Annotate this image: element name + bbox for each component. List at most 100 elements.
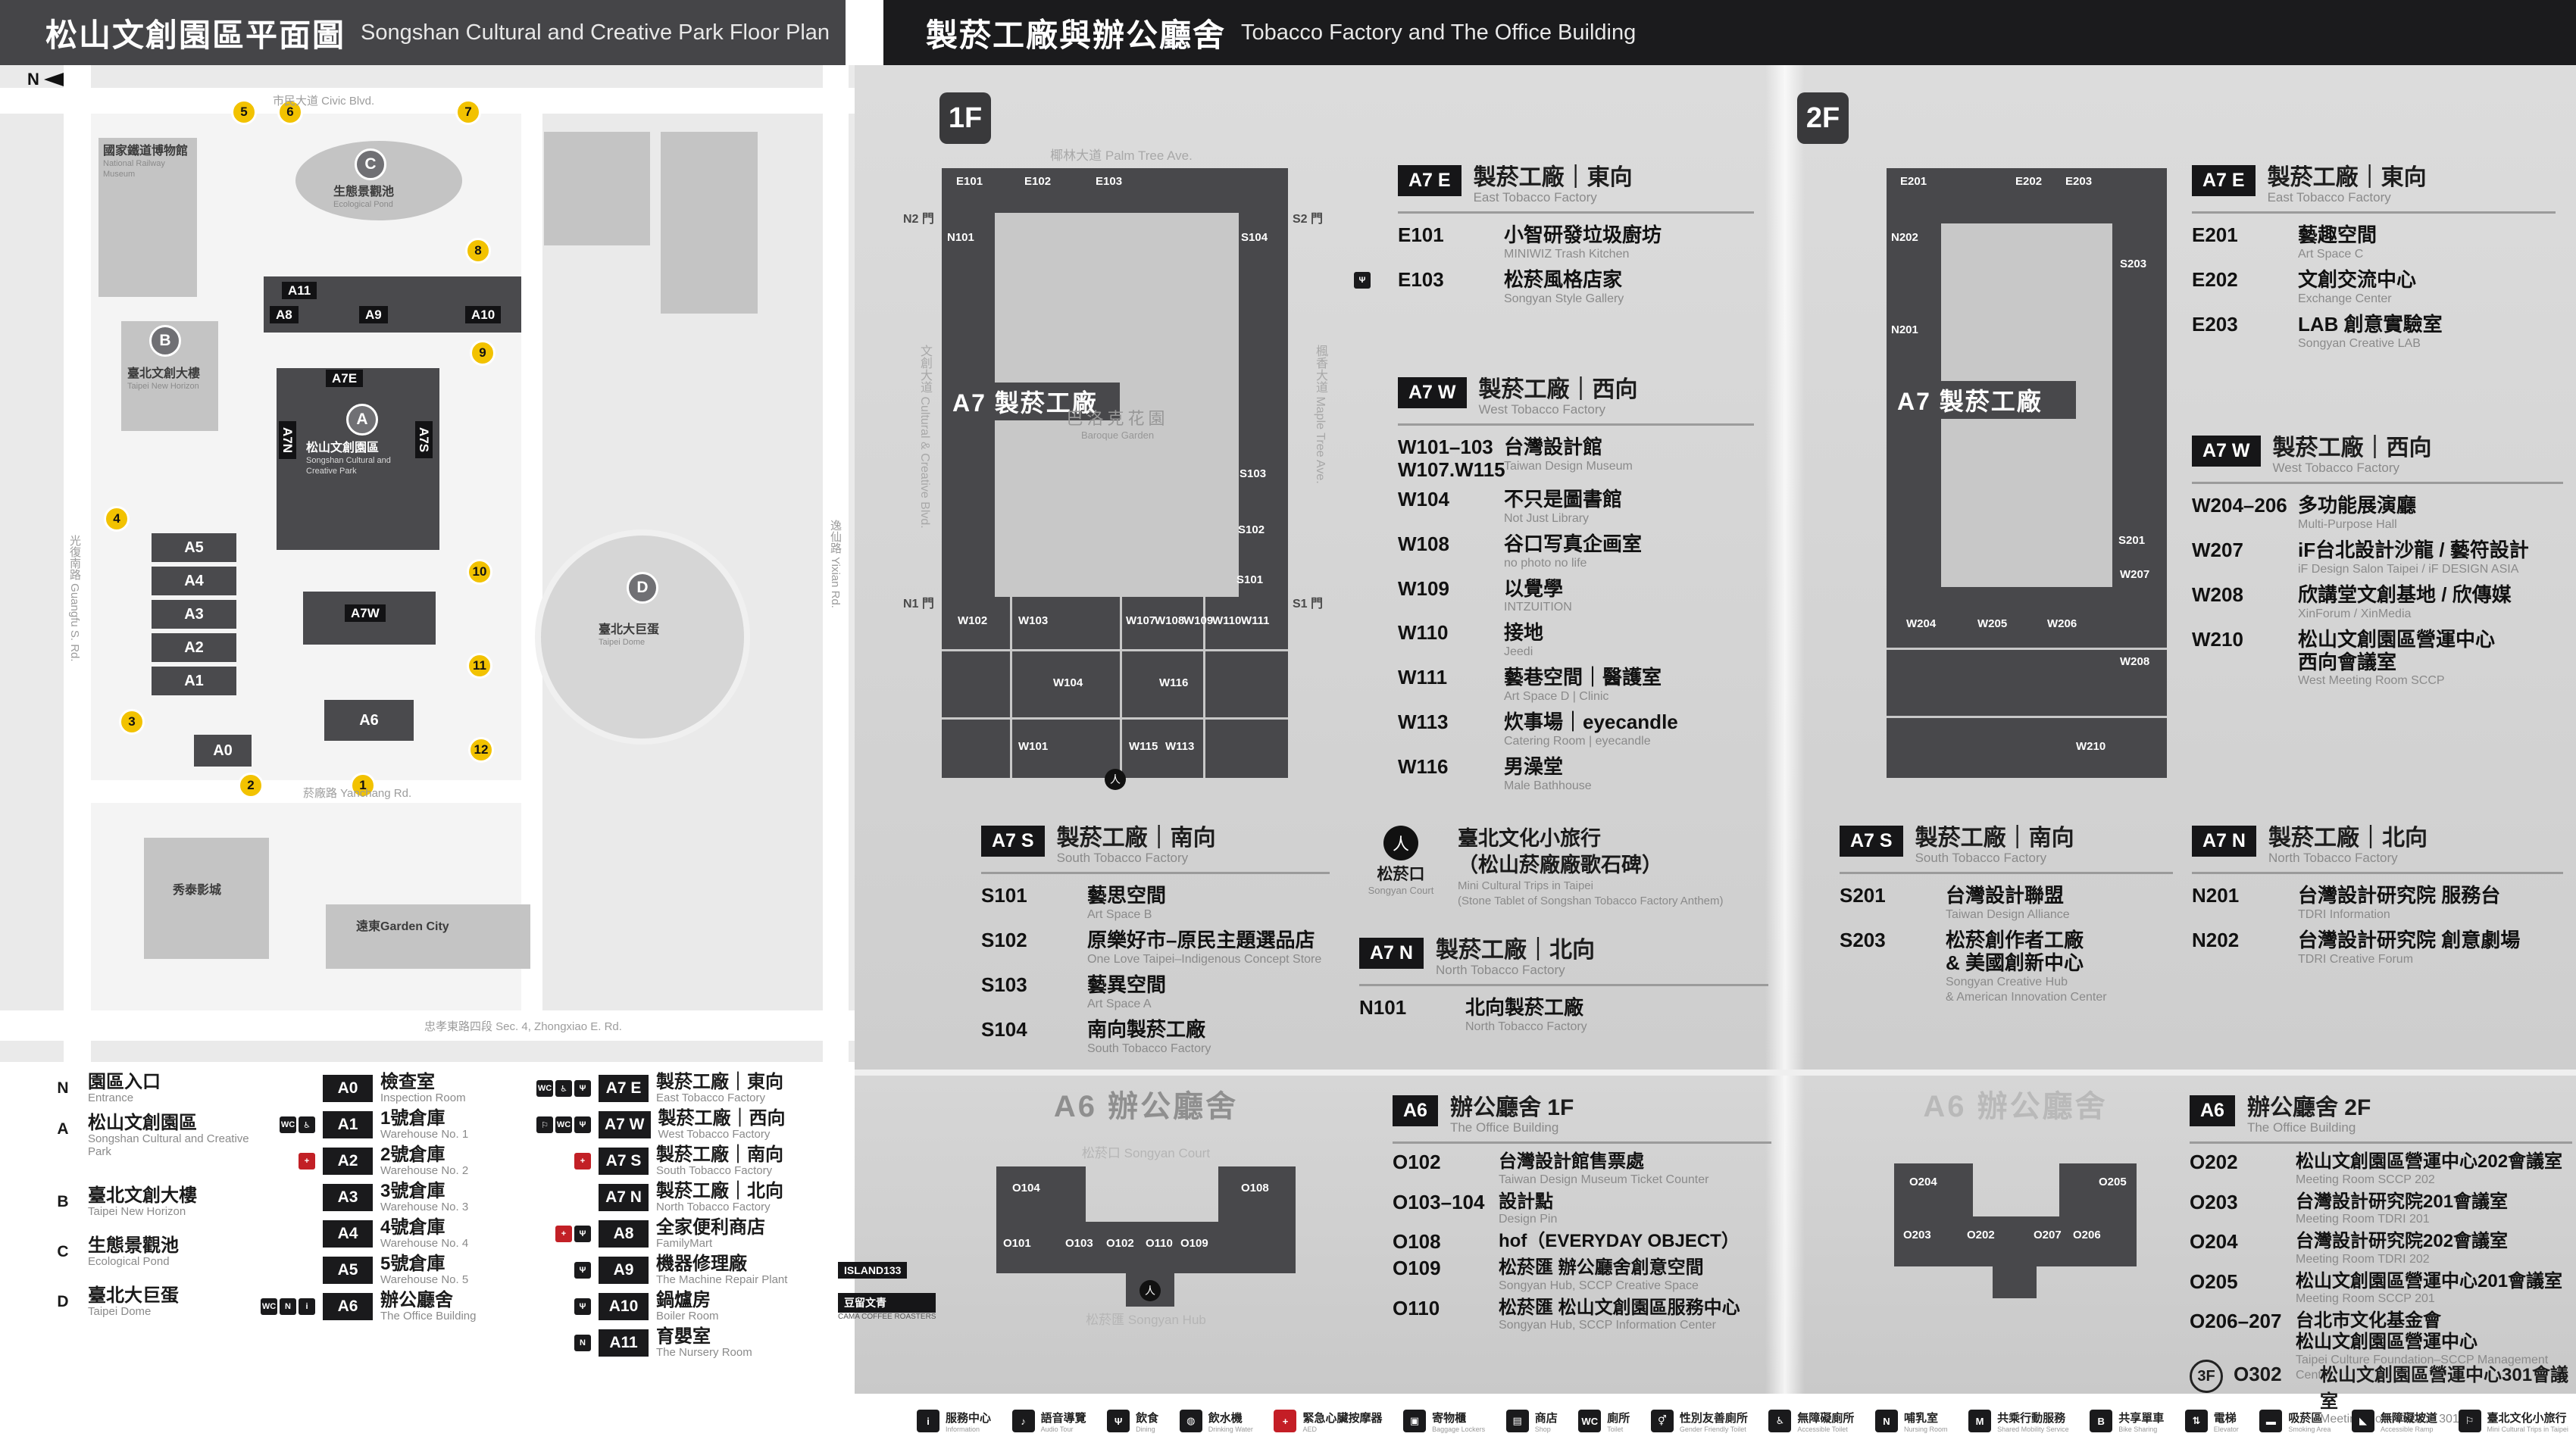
room-name-en: West Meeting Room SCCP	[2298, 674, 2445, 688]
legend-building-row: + A2 2號倉庫 Warehouse No. 2	[245, 1145, 555, 1177]
entrance-marker: 10	[467, 559, 492, 585]
facility-legend-item: ▤ 商店 Shop	[1505, 1410, 1558, 1433]
section-title-en: West Tobacco Factory	[2272, 461, 2400, 475]
legend-zh: 製菸工廠｜西向	[658, 1108, 786, 1129]
directory-row: S103 藝異空間 Art Space A	[981, 973, 1330, 1012]
legend-building-row: + A7 S 製菸工廠｜南向 South Tobacco Factory	[521, 1145, 838, 1177]
north-letter: N	[27, 70, 39, 89]
room-name-zh: 松菸創作者工廠	[1946, 928, 2084, 951]
legend-building-badge: A2	[323, 1148, 373, 1176]
room-label: O207	[2034, 1229, 2062, 1241]
legend-zh: 5號倉庫	[380, 1254, 445, 1274]
directory-row: O206–207 台北市文化基金會 松山文創園區營運中心 Taipei Cult…	[2190, 1310, 2572, 1382]
office-main-bar	[996, 1222, 1296, 1273]
directory-row: N202 台灣設計研究院 創意劇場 TDRI Creative Forum	[2192, 929, 2563, 967]
room-label: O103	[1065, 1237, 1093, 1250]
room-name-zh: 小智研發垃圾廚坊	[1504, 223, 1662, 246]
building-code-label: A1	[184, 672, 204, 689]
room-name-zh: 接地	[1504, 621, 1544, 645]
court-line-en2: (Stone Tablet of Songshan Tobacco Factor…	[1458, 894, 1724, 907]
room-label: S102	[1238, 523, 1265, 536]
room-name-en: INTZUITION	[1504, 601, 1572, 614]
room-name-zh: 台灣設計聯盟	[1946, 884, 2065, 907]
section-header: A7 W 製菸工廠｜西向 West Tobacco Factory	[2192, 436, 2563, 484]
palm-tree-ave-label: 椰林大道 Palm Tree Ave.	[1050, 148, 1193, 163]
directory-row: W110 接地 Jeedi	[1398, 622, 1754, 660]
room-name-zh: 藝異空間	[1087, 973, 1167, 996]
directory-row: W207 iF台北設計沙龍 / 藝符設計 iF Design Salon Tai…	[2192, 539, 2563, 577]
legend-en: Entrance	[88, 1091, 134, 1105]
legend-en: Boiler Room	[656, 1310, 719, 1323]
facility-zh: 語音導覽	[1040, 1411, 1086, 1425]
room-name-zh: 南向製菸工廠	[1087, 1017, 1206, 1041]
room-label: O206	[2073, 1229, 2101, 1241]
smoking-icon: ▬	[2259, 1410, 2283, 1432]
office-1f-title: A6 辦公廳舍	[1053, 1090, 1239, 1123]
facility-zh: 性別友善廁所	[1679, 1411, 1748, 1425]
legend-building-badge: A8	[599, 1220, 649, 1248]
room-label: E203	[2065, 175, 2093, 188]
room-code: W109	[1398, 576, 1449, 600]
directory-section: A7 E 製菸工廠｜東向 East Tobacco Factory E101 小…	[1354, 165, 1754, 314]
facility-zh: 無障礙坡道	[2380, 1411, 2437, 1425]
facility-en: Gender Friendly Toilet	[1679, 1425, 1746, 1433]
room-label: W109	[1183, 614, 1214, 627]
room-label: N101	[947, 231, 974, 244]
room-label: O104	[1012, 1182, 1040, 1194]
legend-building-badge: A6	[323, 1293, 373, 1321]
entrance-marker: 11	[467, 653, 492, 679]
section-header: A7 E 製菸工廠｜東向 East Tobacco Factory	[1398, 165, 1754, 214]
plan-divider	[942, 717, 1288, 720]
section-badge: A7 W	[1398, 377, 1467, 408]
room-label: W207	[2120, 568, 2150, 581]
facility-legend-bar: i 服務中心 Information ♪ 語音導覽 Audio Tour Ψ 飲…	[917, 1397, 2568, 1445]
section-badge: A7 E	[1398, 165, 1462, 196]
directory-section: A6 辦公廳舍 1F The Office Building O102 台灣設計…	[1393, 1095, 1771, 1337]
legend-extra-badge: ISLAND133	[838, 1262, 908, 1279]
legend-building-badge: A7 E	[599, 1075, 649, 1103]
room-label: W108	[1155, 614, 1185, 627]
legend-landmark-row: C 生態景觀池 Ecological Pond	[47, 1236, 262, 1268]
legend-building-row: A4 4號倉庫 Warehouse No. 4	[245, 1218, 555, 1250]
room-label: O204	[1909, 1176, 1937, 1188]
section-title-zh: 辦公廳舍 2F	[2246, 1095, 2371, 1120]
room-name-en: Not Just Library	[1504, 511, 1590, 525]
legend-en: Warehouse No. 5	[380, 1273, 469, 1287]
legend-building-row: WC♿Ψ A7 E 製菸工廠｜東向 East Tobacco Factory	[521, 1073, 838, 1104]
facility-legend-item: + 緊急心臟按摩器 AED	[1274, 1410, 1383, 1433]
section-header: A7 N 製菸工廠｜北向 North Tobacco Factory	[1359, 938, 1768, 986]
room-name-zh: 多功能展演廳	[2298, 494, 2417, 517]
room-name-en: Songyan Hub, SCCP Information Center	[1499, 1319, 1716, 1332]
legend-zh: 臺北大巨蛋	[88, 1285, 179, 1306]
area-label-en: Taipei New Horizon	[127, 382, 199, 391]
room-label: W101	[1018, 740, 1049, 753]
legend-zh: 製菸工廠｜南向	[656, 1145, 783, 1165]
legend-facility-icons: +	[521, 1153, 591, 1170]
room-name-zh: 松菸風格店家	[1504, 267, 1623, 291]
map-building	[326, 904, 530, 969]
accessible-icon: ♿	[555, 1080, 572, 1098]
directory-row: W111 藝巷空間｜醫護室 Art Space D | Clinic	[1398, 666, 1754, 704]
room-name-en: Songyan Hub, SCCP Creative Space	[1499, 1279, 1699, 1292]
legend-zh: 3號倉庫	[380, 1181, 445, 1201]
room-label: S201	[2118, 534, 2146, 547]
directory-row: Ψ E103 松菸風格店家 Songyan Style Gallery	[1354, 267, 1754, 307]
directory-row: O110 松菸匯 松山文創園區服務中心 Songyan Hub, SCCP In…	[1393, 1297, 1771, 1334]
legend-en: Taipei New Horizon	[88, 1205, 186, 1219]
nursing-icon: N	[1875, 1410, 1898, 1432]
street-yanchang	[91, 780, 538, 803]
legend-extra-badge: 豆留文青	[838, 1292, 936, 1313]
street-inner-vertical	[521, 88, 542, 1010]
facility-en: Drinking Water	[1208, 1425, 1253, 1433]
building-code-label: A0	[213, 742, 233, 759]
legend-en: Warehouse No. 1	[380, 1128, 469, 1141]
facility-legend-item: ▣ 寄物櫃 Baggage Lockers	[1403, 1410, 1485, 1433]
office-2f-title: A6 辦公廳舍	[1923, 1090, 2108, 1123]
section-badge: A6	[2190, 1095, 2235, 1126]
room-label: W111	[1241, 614, 1270, 627]
facility-en: Audio Tour	[1040, 1425, 1074, 1433]
legend-landmark-badge: C	[57, 1243, 69, 1260]
room-label: O110	[1146, 1237, 1173, 1250]
